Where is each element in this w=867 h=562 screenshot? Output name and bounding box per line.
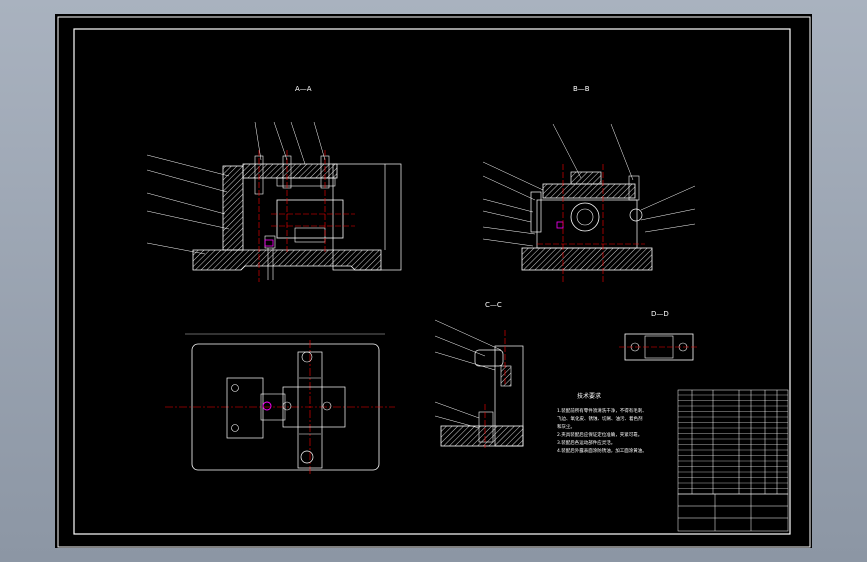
plan-pin <box>262 401 272 411</box>
parts-list-and-title-block <box>677 389 789 532</box>
section-view-bb: B—B <box>482 85 696 282</box>
tech-req-line-1: 1.装配前所有零件须清洗干净，不得有毛刺、 <box>557 407 647 414</box>
base-plate <box>192 249 382 271</box>
title-block <box>677 493 789 532</box>
tech-req-title: 技术要求 <box>577 392 601 400</box>
bb-top-bar <box>542 183 636 199</box>
sheet-inner-border <box>73 28 791 535</box>
workpiece <box>276 199 344 239</box>
top-clamp-bar <box>242 163 338 179</box>
assembly-drawing: A—A <box>57 16 811 548</box>
section-view-aa: A—A <box>146 85 402 282</box>
view-dd: D—D <box>619 310 699 361</box>
tech-req-line-2: 飞边、氧化皮、锈蚀、切屑、油污、着色剂 <box>557 415 643 422</box>
section-cc-title: C—C <box>485 301 502 309</box>
cad-viewport[interactable]: A—A <box>55 14 812 548</box>
bb-bore <box>570 202 600 232</box>
section-view-cc: C—C <box>434 301 524 448</box>
tech-req-line-5: 3.装配后各运动部件应灵活。 <box>557 439 615 446</box>
vertical-support <box>222 165 244 251</box>
view-dd-title: D—D <box>651 310 669 318</box>
technical-requirements: 技术要求 1.装配前所有零件须清洗干净，不得有毛刺、 飞边、氧化皮、锈蚀、切屑、… <box>557 392 647 454</box>
tech-req-line-3: 和灰尘。 <box>557 423 575 430</box>
sheet-outer-border <box>57 16 811 548</box>
parts-list-table <box>677 389 789 495</box>
bb-base <box>521 247 653 271</box>
tech-req-line-4: 2.夹具装配后应保证定位准确，夹紧可靠。 <box>557 431 642 438</box>
housing-outline <box>332 163 402 271</box>
plan-view <box>165 333 395 476</box>
tech-req-line-6: 4.装配后外露表面涂防锈油，加工面涂黄油。 <box>557 447 647 454</box>
section-bb-title: B—B <box>573 85 590 93</box>
section-aa-title: A—A <box>295 85 312 93</box>
